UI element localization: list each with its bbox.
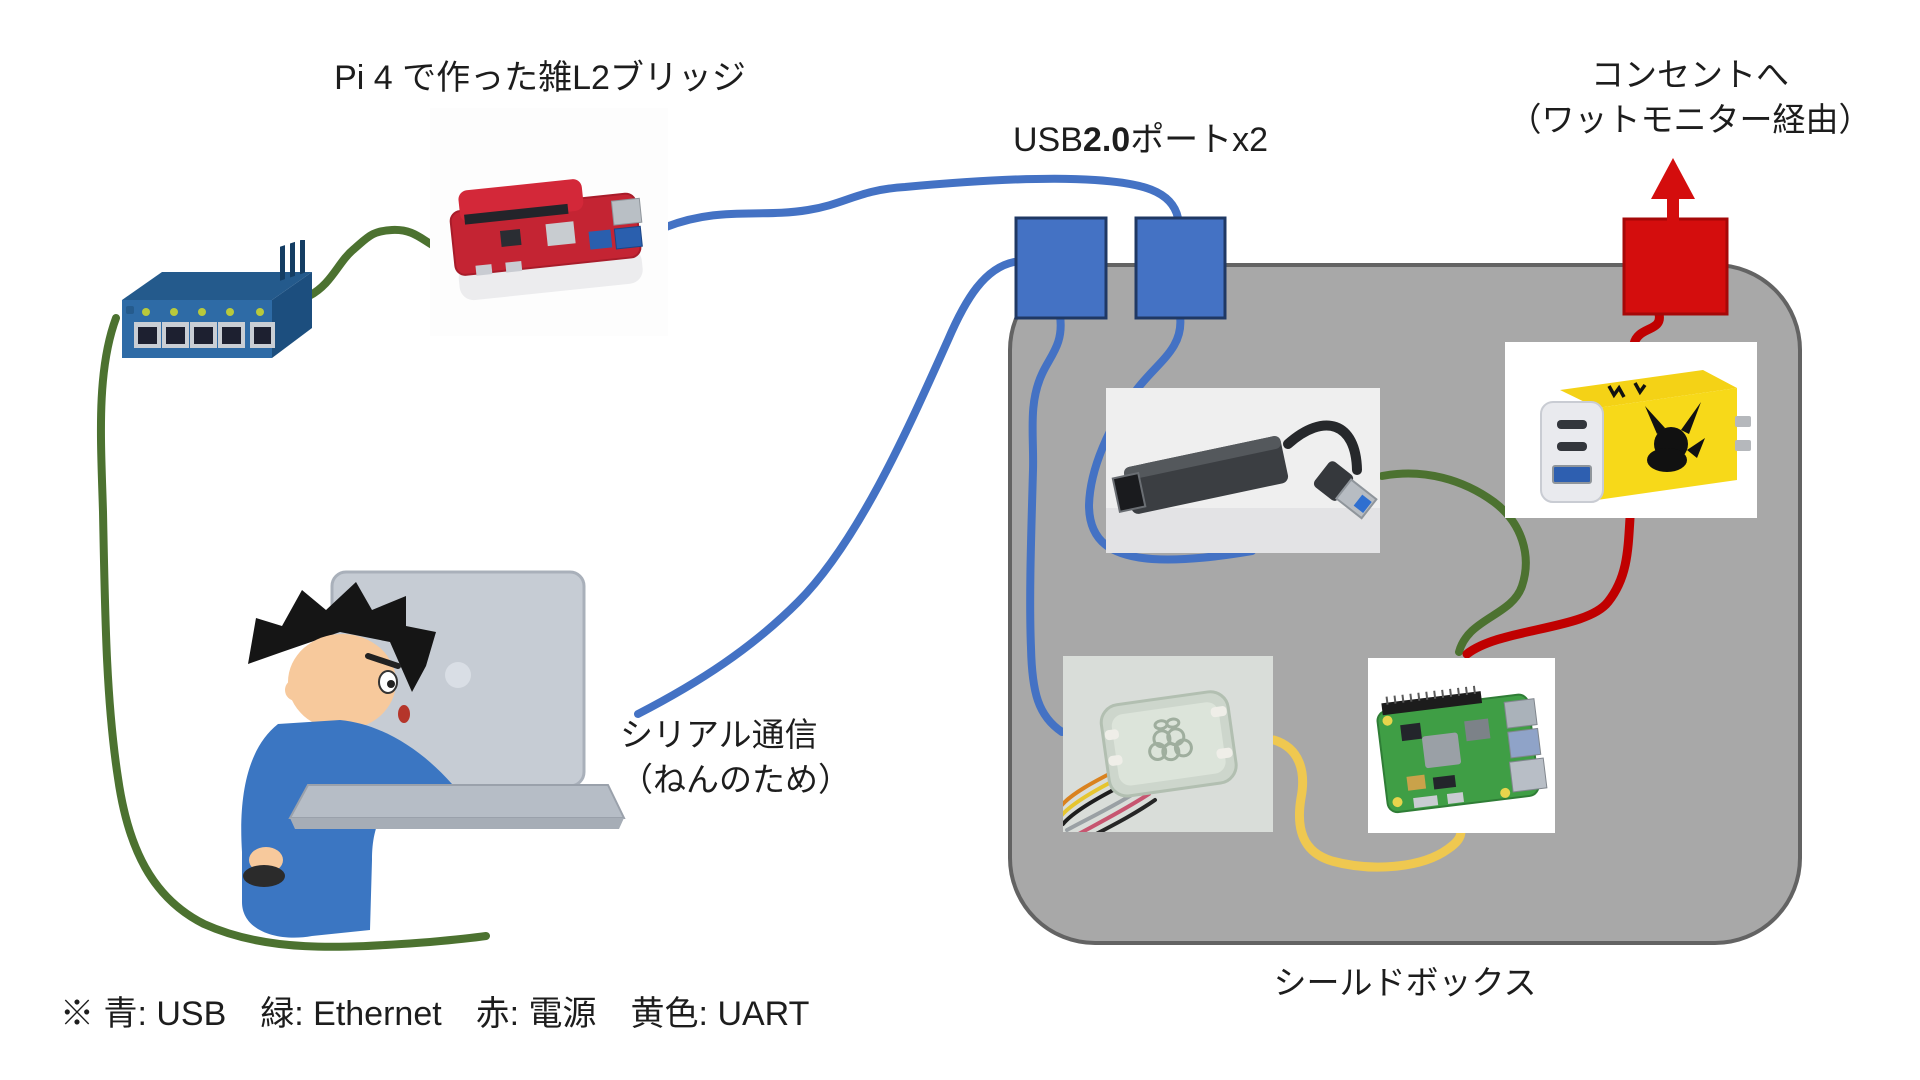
person-eyebrow <box>365 653 401 669</box>
raspberry-pi5-photo <box>1368 658 1555 833</box>
ethernet-cable-switch-to-bridge <box>305 225 438 300</box>
switch-ports <box>134 322 275 348</box>
soc-chip <box>1422 732 1462 769</box>
pikachu-silhouette <box>1645 402 1705 472</box>
usb-cable-laptop-to-port <box>634 258 1018 718</box>
serial-label-line1: シリアル通信 <box>620 716 818 753</box>
usb-cable-port-to-adapter <box>1084 312 1256 564</box>
outlet-arrow-head <box>1651 158 1695 199</box>
mouse <box>243 865 285 887</box>
uart-cable-probe-to-pi5 <box>1269 735 1466 872</box>
usb-ports-label: USB2.0ポートx2 <box>1013 112 1268 161</box>
usb-stack-2 <box>1507 727 1542 759</box>
person-mouth <box>398 705 410 723</box>
switch-vents <box>280 240 305 281</box>
bridge-title-label: Pi 4 で作った雑L2ブリッジ <box>334 59 746 97</box>
power-feedthrough-square <box>1622 217 1729 316</box>
usb-cable-bridge-to-port <box>662 174 1182 231</box>
color-legend: ※ 青: USB 緑: Ethernet 赤: 電源 黄色: UART <box>60 995 810 1033</box>
usb-a-port <box>1552 465 1592 484</box>
usb-label-version: 2.0 <box>1082 121 1131 159</box>
ethernet-cable-adapter-to-pi5 <box>1378 469 1530 656</box>
serial-comm-label: シリアル通信 （ねんのため） <box>620 712 851 802</box>
ethernet-switch-illustration <box>110 240 315 365</box>
charger-front-panel <box>1540 401 1604 503</box>
lightning-mark <box>1607 384 1626 399</box>
serial-label-line2: （ねんのため） <box>620 761 851 798</box>
person-eye <box>387 680 395 688</box>
usb-stack-1 <box>1503 698 1538 729</box>
usb-c-port-2 <box>1557 442 1587 451</box>
outlet-label: コンセントへ （ワットモニター経由） <box>1455 52 1920 142</box>
ethernet-jack <box>1508 757 1548 793</box>
debug-probe-photo <box>1063 656 1273 832</box>
shield-box-label: シールドボックス <box>1273 964 1537 1001</box>
outlet-label-line2: （ワットモニター経由） <box>1508 101 1872 138</box>
usb-port-square-2 <box>1134 216 1227 320</box>
usb-label-suffix: ポートx2 <box>1130 121 1269 159</box>
gpio-header <box>1381 691 1483 716</box>
usb-port-square-1 <box>1014 216 1108 320</box>
outlet-label-line1: コンセントへ <box>1591 56 1789 93</box>
person-at-laptop-illustration <box>220 560 640 960</box>
laptop-logo <box>445 662 471 688</box>
usb-cable-port-to-probe <box>1026 312 1066 736</box>
rj45-port <box>1111 471 1147 513</box>
person-hair <box>248 582 436 692</box>
switch-leds <box>142 308 264 316</box>
ac-prong <box>1735 416 1751 427</box>
usb-label-prefix: USB <box>1013 121 1083 159</box>
power-cable-feedthrough-to-charger <box>1629 309 1664 349</box>
probe-case <box>1099 690 1238 798</box>
raspberry-logo <box>1148 717 1193 762</box>
usb-a-plug <box>1313 461 1378 520</box>
ethernet-cable-switch-to-laptop <box>96 314 490 951</box>
raspberry-pi4-bridge-photo <box>430 108 668 336</box>
adapter-cable <box>1283 420 1362 475</box>
usb-c-port-1 <box>1557 420 1587 429</box>
pikachu-usb-charger-photo <box>1505 342 1757 518</box>
power-cable-charger-to-pi5 <box>1462 513 1635 659</box>
usb-lan-adapter-photo <box>1106 388 1380 553</box>
